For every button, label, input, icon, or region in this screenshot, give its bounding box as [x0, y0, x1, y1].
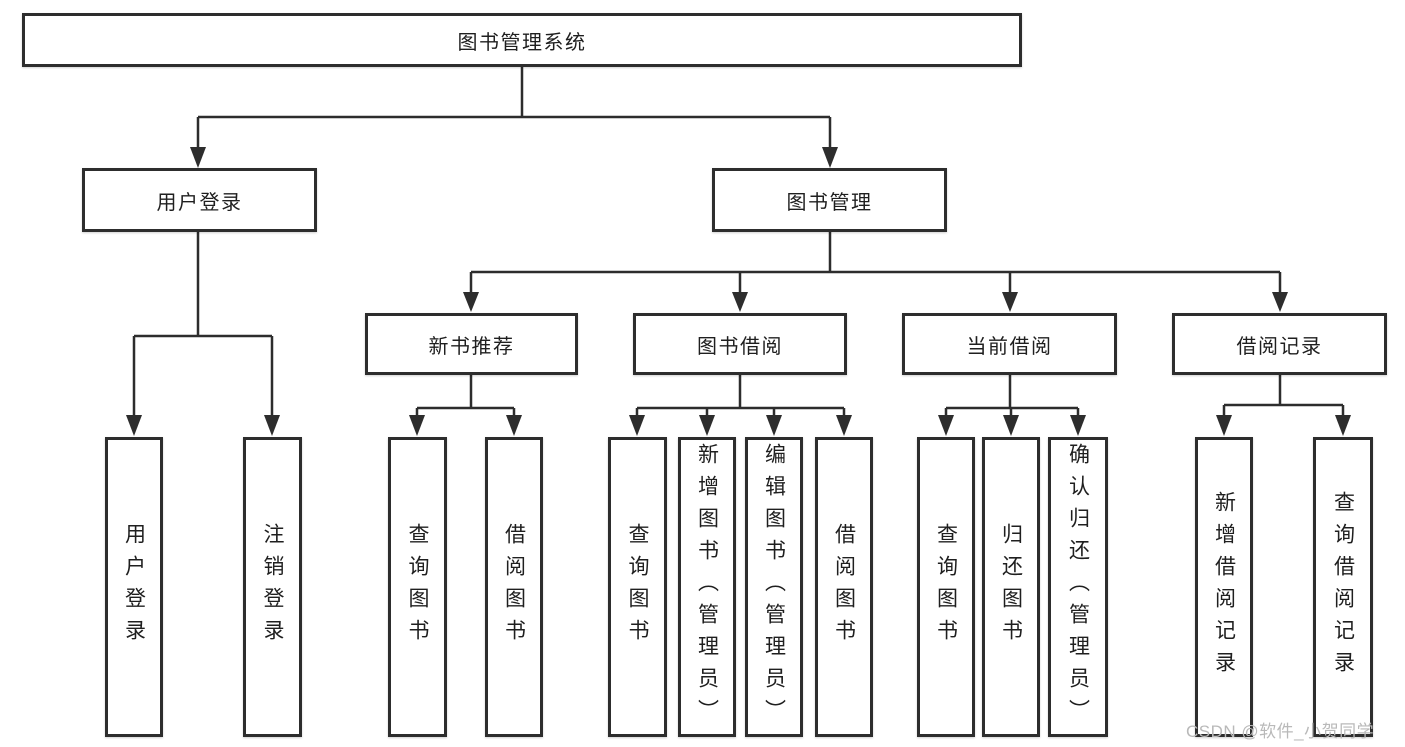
- node-current-borrowing: 当前借阅: [902, 313, 1117, 375]
- leaf-logout: 注销登录: [243, 437, 302, 737]
- leaf-records-query-record-label: 查询借阅记录: [1331, 491, 1355, 683]
- node-borrowing-records: 借阅记录: [1172, 313, 1387, 375]
- node-book-management-label: 图书管理: [786, 191, 873, 214]
- leaf-user-login-label: 用户登录: [122, 523, 146, 651]
- node-book-borrowing: 图书借阅: [633, 313, 847, 375]
- leaf-borrowing-borrow-books-label: 借阅图书: [832, 523, 856, 651]
- node-new-book-recommend-label: 新书推荐: [428, 335, 515, 358]
- leaf-records-query-record: 查询借阅记录: [1313, 437, 1373, 737]
- leaf-logout-label: 注销登录: [261, 523, 284, 651]
- node-new-book-recommend: 新书推荐: [365, 313, 578, 375]
- leaf-current-query-books: 查询图书: [917, 437, 975, 737]
- leaf-records-add-record: 新增借阅记录: [1195, 437, 1253, 737]
- leaf-current-confirm-return-admin: 确认归还（管理员）: [1048, 437, 1108, 737]
- node-current-borrowing-label: 当前借阅: [966, 335, 1053, 358]
- leaf-borrowing-borrow-books: 借阅图书: [815, 437, 873, 737]
- leaf-recommend-query-books: 查询图书: [388, 437, 447, 737]
- leaf-borrowing-query-books: 查询图书: [608, 437, 667, 737]
- leaf-recommend-borrow-books-label: 借阅图书: [502, 523, 526, 651]
- leaf-user-login: 用户登录: [105, 437, 163, 737]
- node-borrowing-records-label: 借阅记录: [1236, 335, 1323, 358]
- leaf-borrowing-edit-books-admin: 编辑图书（管理员）: [745, 437, 803, 737]
- leaf-current-return-books-label: 归还图书: [999, 523, 1023, 651]
- leaf-recommend-borrow-books: 借阅图书: [485, 437, 543, 737]
- csdn-watermark: CSDN @软件_小贺同学: [1186, 722, 1375, 741]
- node-root-label: 图书管理系统: [457, 31, 587, 54]
- leaf-borrowing-query-books-label: 查询图书: [626, 523, 649, 651]
- leaf-recommend-query-books-label: 查询图书: [406, 523, 429, 651]
- leaf-current-confirm-return-admin-label: 确认归还（管理员）: [1066, 443, 1090, 731]
- node-root: 图书管理系统: [22, 13, 1022, 67]
- node-book-management: 图书管理: [712, 168, 947, 232]
- leaf-current-return-books: 归还图书: [982, 437, 1040, 737]
- node-book-borrowing-label: 图书借阅: [697, 335, 783, 358]
- leaf-borrowing-edit-books-admin-label: 编辑图书（管理员）: [762, 443, 786, 731]
- leaf-borrowing-add-books-admin: 新增图书（管理员）: [678, 437, 736, 737]
- node-user-login-label: 用户登录: [156, 191, 243, 214]
- leaf-current-query-books-label: 查询图书: [934, 523, 958, 651]
- node-user-login: 用户登录: [82, 168, 317, 232]
- leaf-records-add-record-label: 新增借阅记录: [1212, 491, 1236, 683]
- leaf-borrowing-add-books-admin-label: 新增图书（管理员）: [695, 443, 719, 731]
